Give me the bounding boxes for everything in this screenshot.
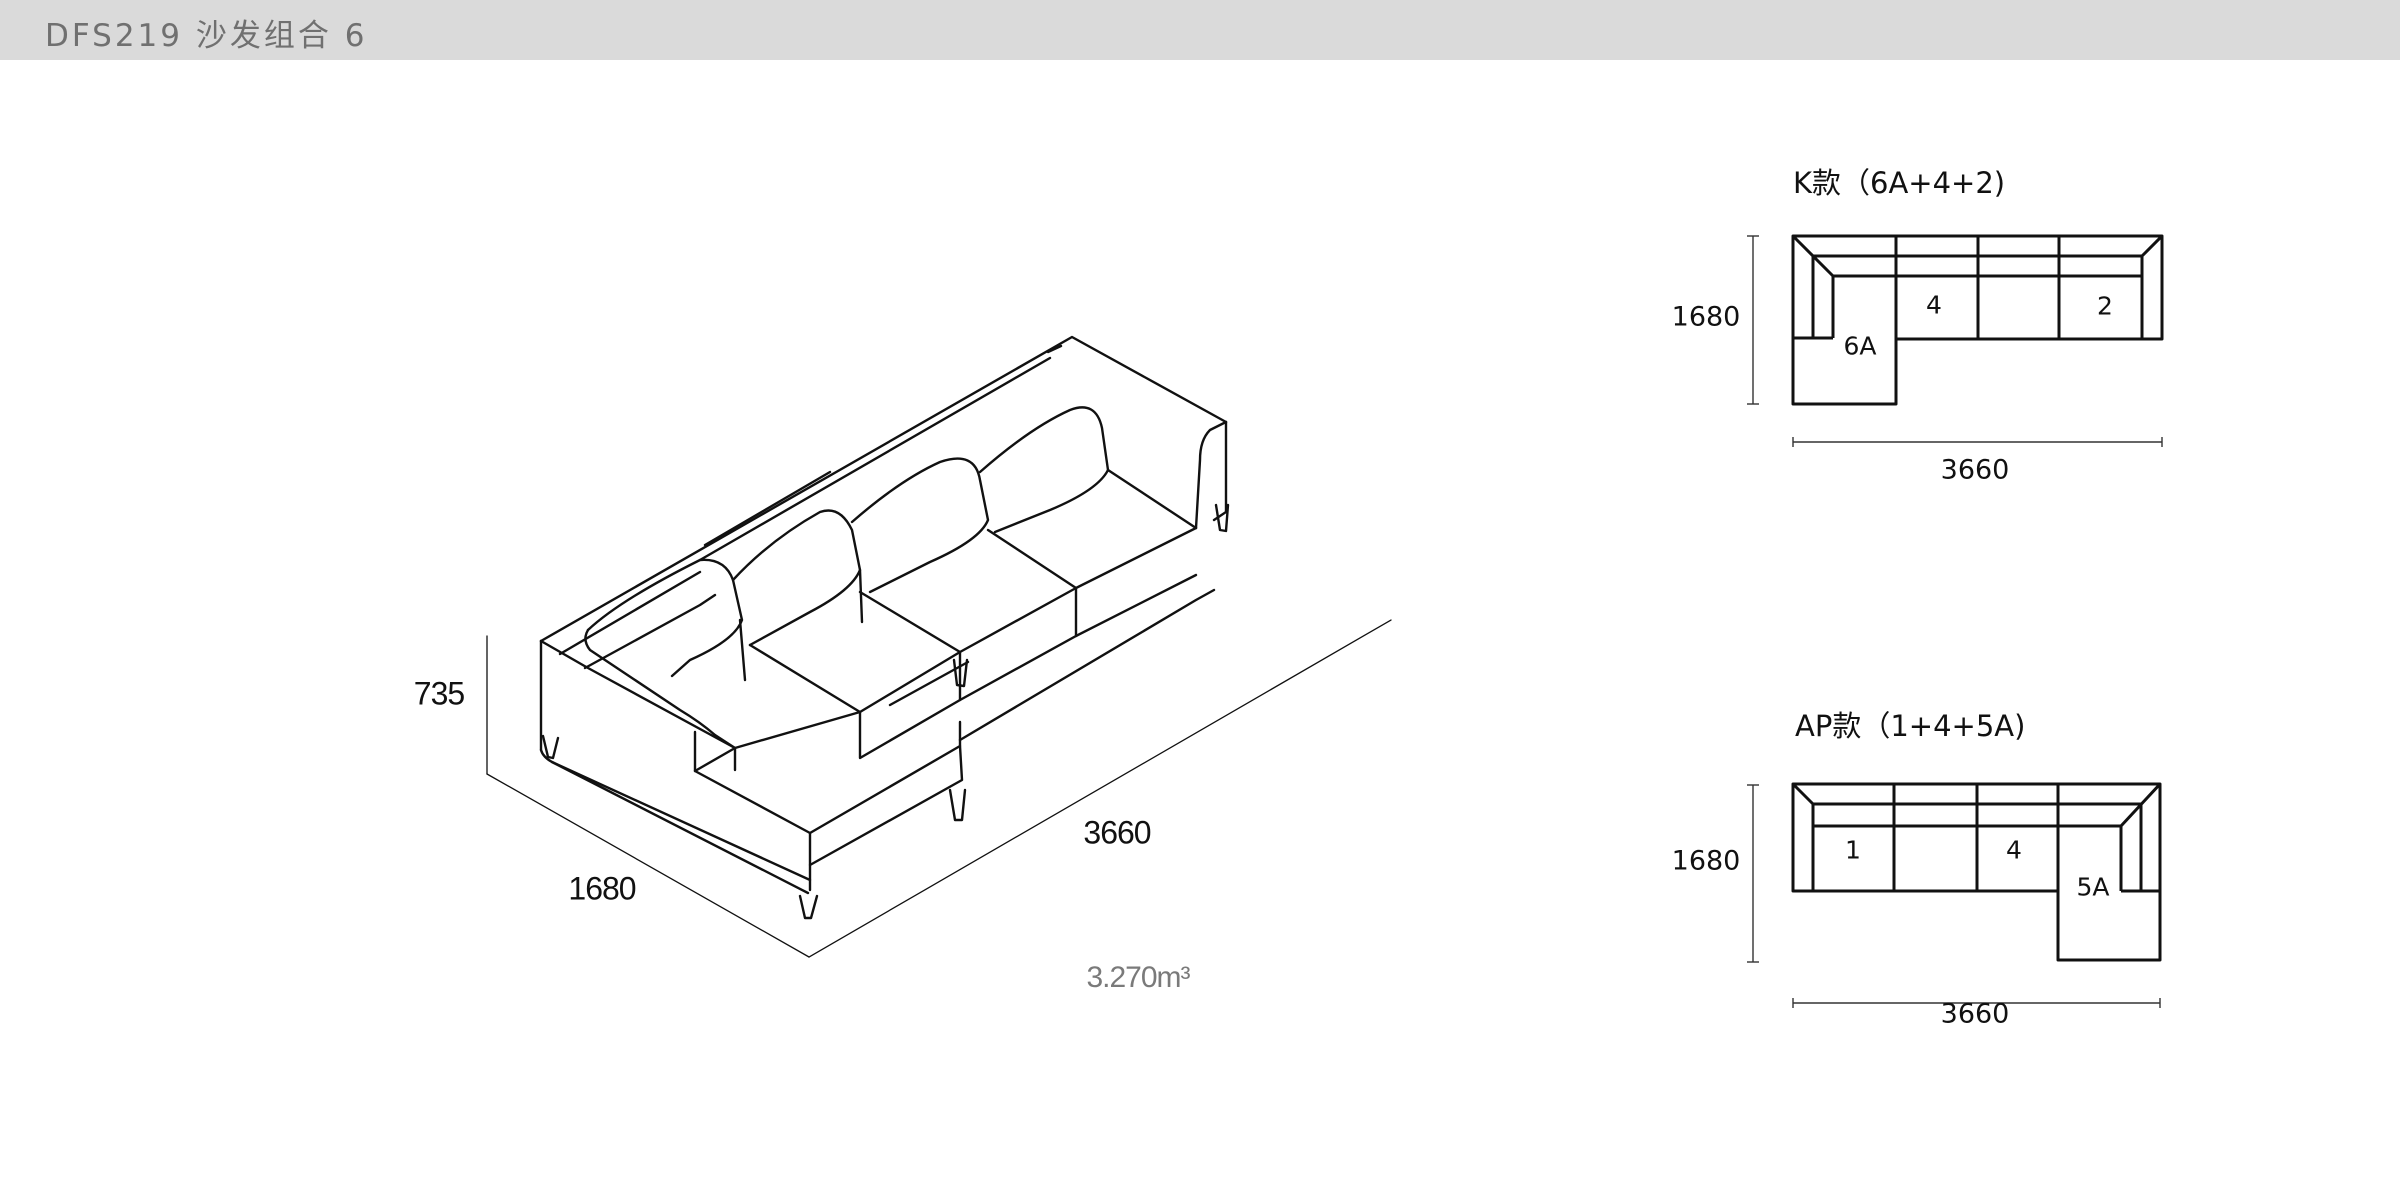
plan-k-seat-2: 2 xyxy=(2097,291,2113,321)
plan-ap-seat-1: 1 xyxy=(1845,835,1861,865)
width-dimension-label: 3660 xyxy=(1083,814,1151,851)
plan-k-seat-4: 4 xyxy=(1926,290,1942,320)
plan-ap-title: AP款（1+4+5A) xyxy=(1795,709,2026,743)
page-title: DFS219 沙发组合 6 xyxy=(45,18,368,54)
height-dimension-label: 735 xyxy=(413,675,465,712)
header-bar: DFS219 沙发组合 6 xyxy=(0,0,2400,60)
plan-ap-width-label: 3660 xyxy=(1940,998,2010,1030)
plan-k-title: K款（6A+4+2) xyxy=(1793,166,2006,200)
plan-k-dimension-lines xyxy=(1747,235,2163,447)
plan-ap-depth-label: 1680 xyxy=(1671,845,1741,877)
depth-dimension-label: 1680 xyxy=(568,870,636,907)
plan-ap-dimension-lines xyxy=(1747,784,2161,1008)
dimension-lines xyxy=(486,619,1392,958)
plan-k-width-label: 3660 xyxy=(1940,454,2010,486)
plan-ap-seat-5a: 5A xyxy=(2076,872,2110,902)
plan-k-depth-label: 1680 xyxy=(1671,301,1741,333)
plan-k-seat-6a: 6A xyxy=(1843,331,1877,361)
plan-ap-seat-4: 4 xyxy=(2006,835,2022,865)
volume-label: 3.270m³ xyxy=(1086,961,1190,994)
